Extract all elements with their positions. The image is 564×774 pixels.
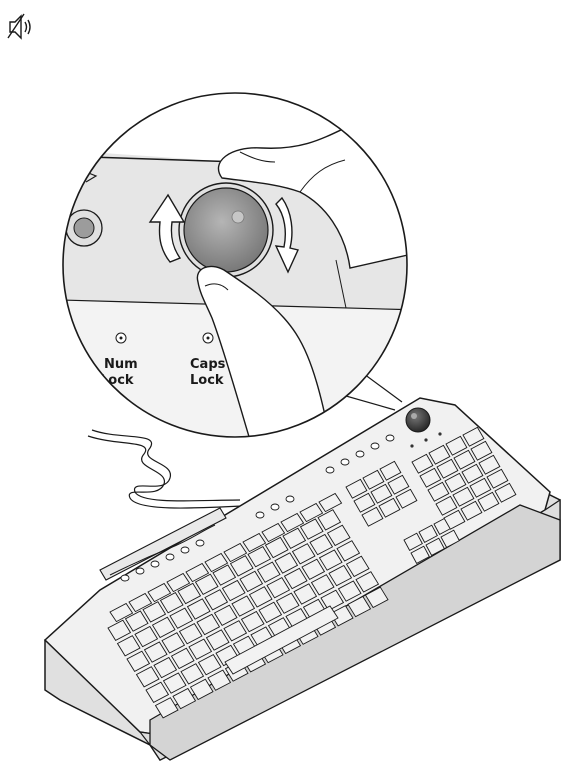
volume-knob bbox=[184, 188, 268, 272]
trackball bbox=[406, 408, 430, 432]
media-button bbox=[181, 547, 189, 553]
media-button bbox=[166, 554, 174, 560]
media-button bbox=[286, 496, 294, 502]
caps-lock-label-line2: Lock bbox=[190, 373, 224, 388]
media-button bbox=[356, 451, 364, 457]
media-button bbox=[271, 504, 279, 510]
indicator-light bbox=[424, 438, 427, 441]
keyboard bbox=[45, 398, 560, 760]
speaker-mute-icon bbox=[8, 14, 30, 38]
media-button bbox=[341, 459, 349, 465]
indicator-light bbox=[410, 444, 413, 447]
media-button bbox=[371, 443, 379, 449]
keyboard-cable bbox=[92, 430, 240, 501]
num-lock-label-line2: Lock bbox=[100, 373, 134, 388]
media-button bbox=[121, 575, 129, 581]
media-button bbox=[256, 512, 264, 518]
media-button bbox=[386, 435, 394, 441]
num-lock-label-line1: Num bbox=[104, 357, 138, 372]
media-button bbox=[136, 568, 144, 574]
media-button bbox=[326, 467, 334, 473]
caps-lock-label-line1: Caps bbox=[190, 357, 226, 372]
media-button bbox=[151, 561, 159, 567]
indicator-light bbox=[438, 432, 441, 435]
zoom-inset: Num Lock Caps Lock bbox=[60, 93, 430, 440]
media-button bbox=[196, 540, 204, 546]
